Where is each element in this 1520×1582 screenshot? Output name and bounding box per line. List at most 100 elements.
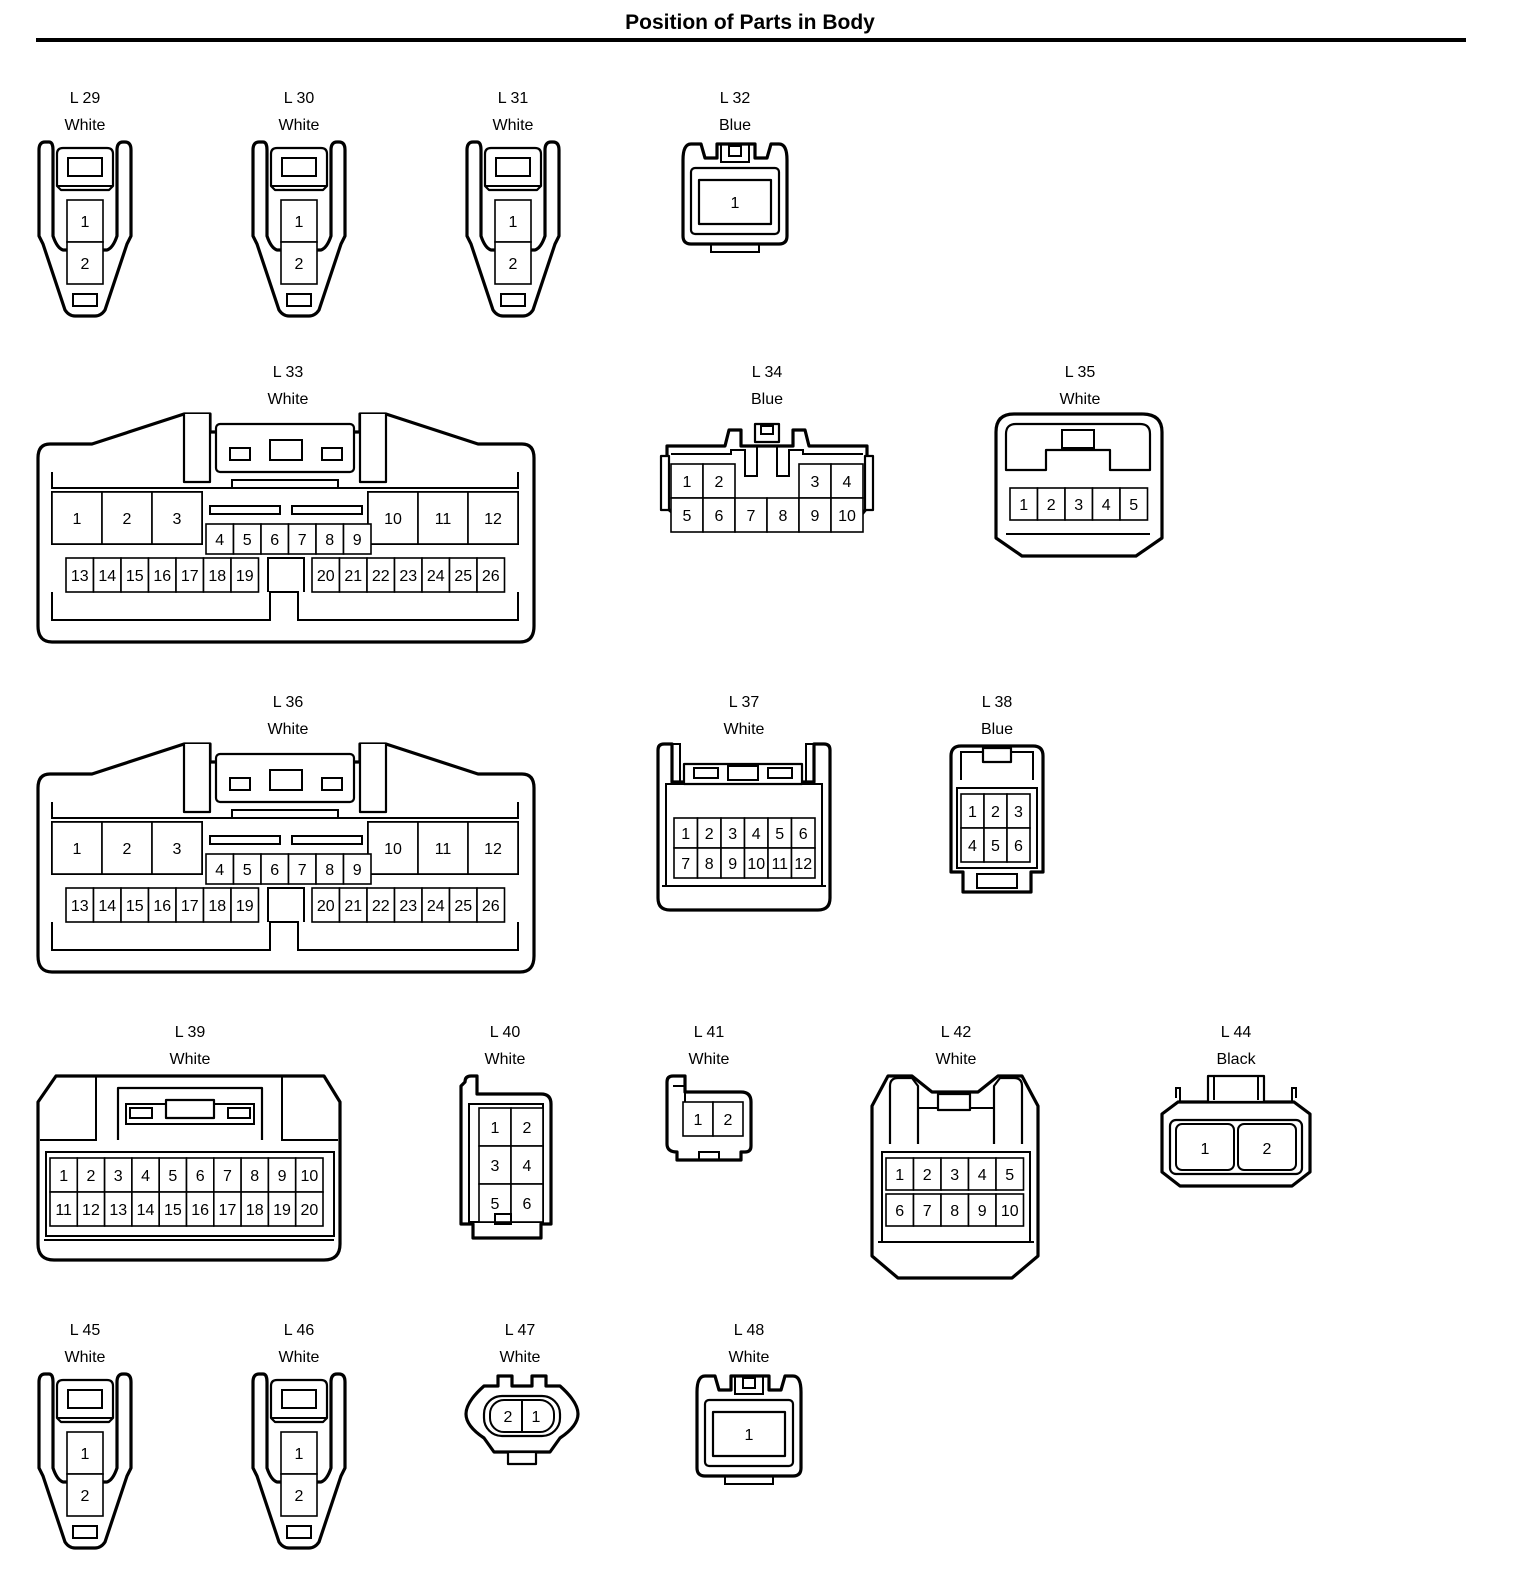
pin-cavity: 6: [885, 1193, 915, 1227]
pin-number: 12: [82, 1202, 100, 1219]
pin-cavity: 2: [66, 241, 104, 285]
pin-cavity: 10: [367, 821, 419, 875]
housing-part: [286, 293, 312, 307]
housing-outline: [37, 140, 133, 318]
pin-number: 7: [298, 532, 307, 549]
pin-number: 26: [482, 568, 500, 585]
pin-number: 13: [109, 1202, 127, 1219]
housing-outline: [40, 1076, 338, 1141]
pin-number: 15: [164, 1202, 182, 1219]
pin-cavity: 9: [342, 523, 372, 555]
pin-cavity: 19: [230, 887, 260, 923]
pin-number: 2: [1047, 497, 1056, 514]
pin-number: 2: [1263, 1141, 1272, 1158]
housing-part: [494, 1213, 512, 1225]
pin-number: 11: [435, 841, 452, 858]
housing-part: [72, 1525, 98, 1539]
pin-number: 21: [344, 568, 362, 585]
pin-cavity: 14: [131, 1191, 161, 1227]
pin-cavity: 17: [213, 1191, 242, 1227]
pin-cavity: 2: [696, 817, 722, 849]
pin-cavity: 12: [467, 491, 519, 545]
pin-cavity: 4: [510, 1145, 544, 1185]
housing-outline: [465, 140, 561, 318]
pin-number: 1: [73, 511, 82, 528]
pin-cavity: 6: [702, 497, 736, 533]
connector-color: Blue: [980, 721, 1014, 738]
connector-color: White: [499, 1349, 541, 1366]
pin-number: 1: [509, 214, 518, 231]
housing-part: [742, 1377, 756, 1389]
pin-number: 2: [724, 1112, 733, 1129]
housing-part: [321, 447, 343, 461]
pin-number: 1: [73, 841, 82, 858]
pin-cavity: 16: [147, 887, 177, 923]
pin-cavity: 21: [338, 887, 368, 923]
housing-part: [72, 293, 98, 307]
pin-cavity: 15: [120, 887, 150, 923]
housing-outline: [267, 557, 305, 592]
pin-cavity: 26: [476, 887, 506, 923]
pin-number: 15: [126, 568, 144, 585]
pin-number: 16: [153, 568, 171, 585]
housing-part: [734, 1375, 764, 1395]
pin-cavity: 22: [366, 557, 396, 593]
pin-cavity: 1: [478, 1107, 512, 1147]
pin-number: 8: [779, 508, 788, 525]
pin-cavity: 18: [202, 557, 232, 593]
pin-number: 1: [532, 1409, 541, 1426]
pin-cavity: 8: [315, 853, 345, 885]
housing-part: [760, 425, 774, 435]
housing-outline: [251, 140, 347, 318]
connector-color: White: [492, 117, 534, 134]
pin-cavity: 1: [280, 1431, 318, 1475]
housing-outline: [51, 591, 519, 621]
pin-number: 12: [484, 511, 502, 528]
housing-outline: [182, 414, 212, 484]
pin-cavity: 9: [267, 1157, 297, 1193]
pin-cavity: 7: [287, 853, 317, 885]
pin-number: 4: [978, 1167, 987, 1184]
housing-outline: [358, 414, 388, 484]
pin-cavity: 18: [202, 887, 232, 923]
pin-cavity: 22: [366, 887, 396, 923]
pin-number: 9: [353, 532, 362, 549]
housing-part: [1206, 1074, 1266, 1104]
housing-part: [698, 1151, 720, 1161]
pin-cavity: 1: [51, 821, 103, 875]
pin-number: 10: [747, 856, 765, 873]
housing-part: [229, 447, 251, 461]
housing-part: [981, 746, 1013, 764]
pin-cavity: 20: [311, 557, 341, 593]
pin-cavity: 10: [367, 491, 419, 545]
pin-cavity: 8: [240, 1157, 270, 1193]
pin-number: 11: [771, 856, 788, 873]
pin-cavity: 7: [213, 1157, 242, 1193]
pin-cavity: 2: [101, 821, 153, 875]
connector-color: White: [1059, 391, 1101, 408]
pin-cavity: 9: [342, 853, 372, 885]
pin-number: 3: [173, 511, 182, 528]
pin-cavity: 3: [151, 491, 203, 545]
pin-number: 9: [278, 1168, 287, 1185]
housing-part: [227, 1107, 251, 1119]
pin-number: 24: [427, 568, 445, 585]
housing-part: [767, 767, 793, 779]
connector-color: White: [278, 117, 320, 134]
pin-number: 3: [491, 1158, 500, 1175]
pin-cavity: 10: [830, 497, 864, 533]
pin-number: 20: [300, 1202, 318, 1219]
pin-number: 17: [219, 1202, 237, 1219]
pin-cavity: 2: [494, 241, 532, 285]
pin-cavity: 20: [294, 1191, 324, 1227]
pin-cavity: 9: [967, 1193, 997, 1227]
pin-cavity: 6: [510, 1183, 544, 1223]
housing-part: [659, 454, 671, 512]
pin-cavity: 6: [790, 817, 816, 849]
pin-number: 10: [838, 508, 856, 525]
pin-cavity: 4: [960, 827, 985, 863]
pin-cavity: 26: [476, 557, 506, 593]
pin-number: 4: [215, 532, 224, 549]
